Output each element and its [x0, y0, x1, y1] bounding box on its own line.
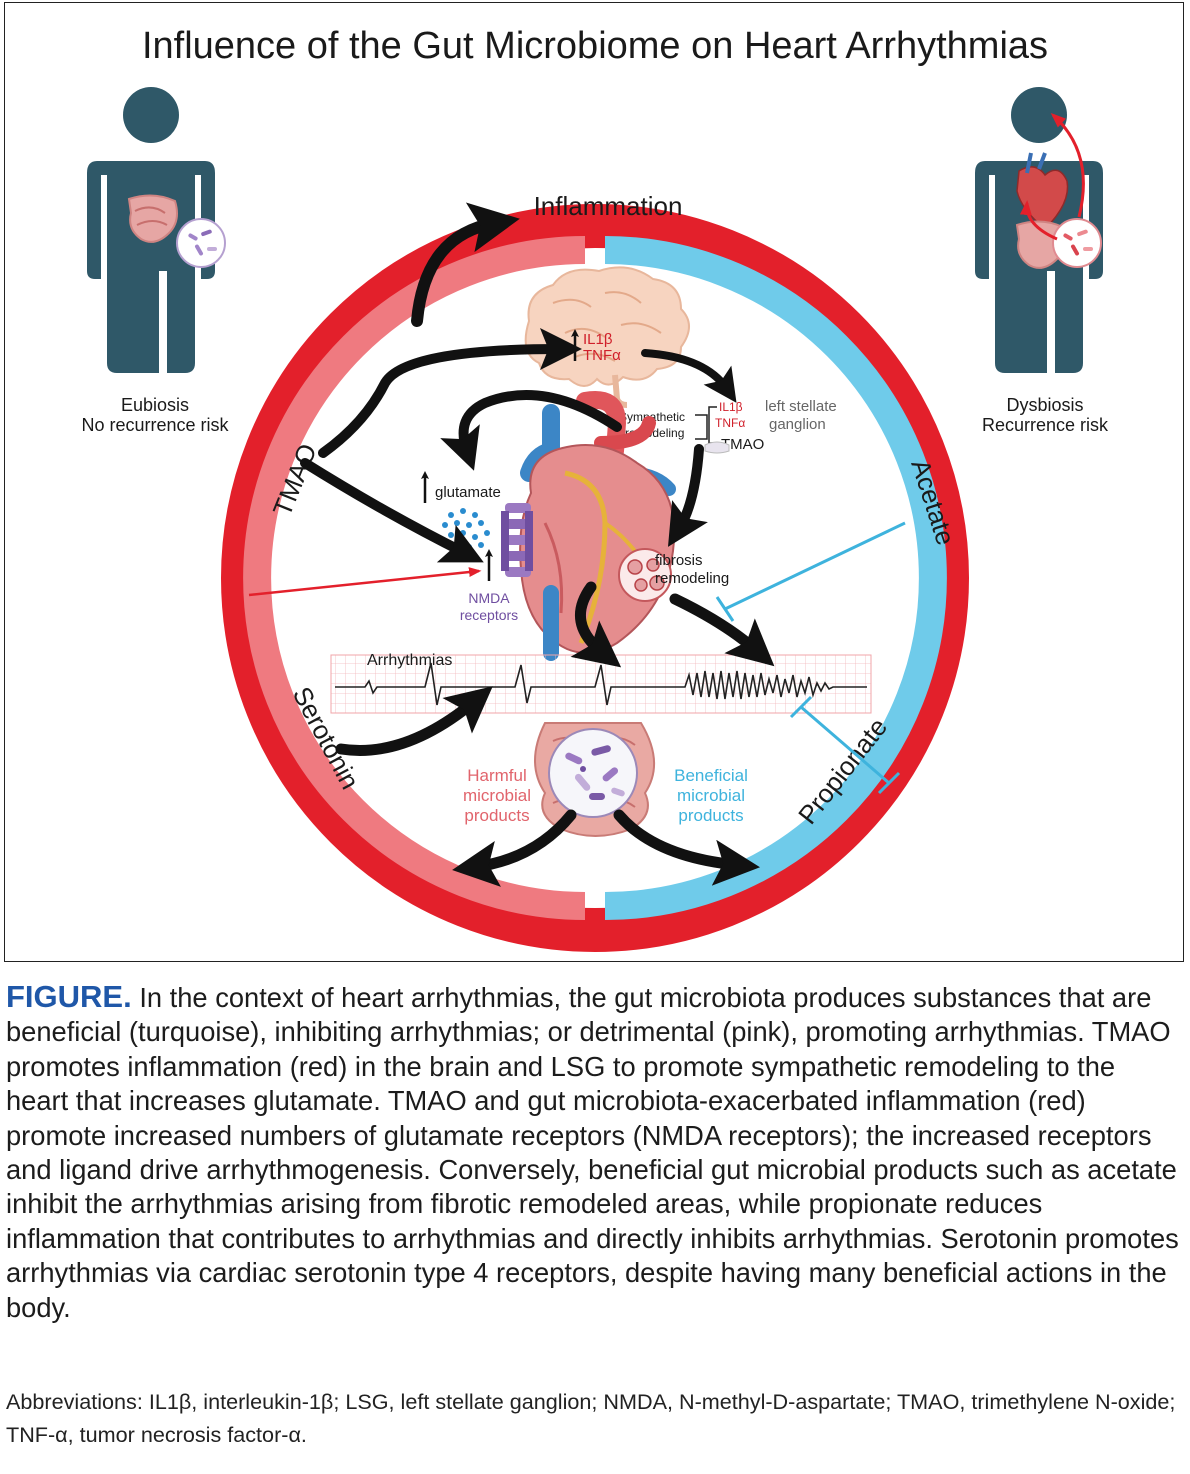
ganglion-label: ganglion	[769, 416, 826, 433]
harmful-products-label: products	[464, 806, 529, 825]
acetate-inhibit-line	[724, 521, 906, 611]
eubiosis-label: Eubiosis	[121, 395, 189, 415]
beneficial-products-label: products	[678, 806, 743, 825]
acetate-inhibit-bar	[715, 596, 735, 622]
arrow-ring-to-inflammation	[411, 202, 520, 327]
inflammation-label: Inflammation	[534, 191, 683, 221]
abbreviations: Abbreviations: IL1β, interleukin-1β; LSG…	[6, 1389, 1176, 1447]
propionate-inhibit-bar-ring	[877, 771, 901, 795]
propionate-inhibit-bar-ecg	[789, 695, 813, 719]
brain-tnfa-label: TNFα	[583, 347, 621, 364]
arrow-gut-to-harmful	[452, 809, 577, 887]
arrow-fibrosis-to-ecg	[669, 593, 775, 667]
harmful-ring-half	[243, 236, 586, 920]
dysbiosis-person	[975, 87, 1103, 373]
gut-microbe-circle	[548, 728, 638, 818]
nmda-label: NMDA	[468, 590, 510, 606]
heart	[519, 391, 676, 661]
figure-caption: FIGURE. In the context of heart arrhythm…	[6, 979, 1184, 1325]
ecg-trace	[335, 662, 867, 706]
ganglion-il1b-label: IL1β	[719, 400, 743, 414]
ganglion-tmao-label: TMAO	[721, 436, 764, 453]
dysbiosis-label: Dysbiosis	[1006, 395, 1083, 415]
no-recurrence-risk-label: No recurrence risk	[81, 415, 229, 435]
arrow-serotonin-to-ecg	[335, 686, 493, 756]
arrow-inflammation-to-nmda	[248, 567, 482, 597]
arrow-gut-to-beneficial	[613, 809, 760, 886]
arrow-tmao-to-brain	[318, 328, 582, 458]
arrow-brain-to-ganglion	[641, 349, 737, 403]
caption-lead: FIGURE.	[6, 979, 132, 1014]
brain-il1b-label: IL1β	[583, 331, 613, 348]
arrow-heart-to-ecg	[570, 581, 622, 668]
receptors-label: receptors	[460, 607, 518, 623]
fibrosis-circle	[618, 548, 672, 602]
inflammation-ring	[221, 204, 969, 952]
arrow-tmao-to-nmda	[300, 458, 484, 563]
harmful-label: Harmful	[467, 766, 527, 785]
figure-title: Influence of the Gut Microbiome on Heart…	[141, 25, 1049, 67]
dysbiosis-microbe-circle	[1052, 218, 1102, 268]
left-stellate-label: left stellate	[765, 398, 837, 415]
eubiosis-person	[87, 87, 226, 373]
propionate-inhibit-line	[800, 705, 890, 785]
fibrosis-label: fibrosis	[655, 552, 703, 569]
fibrosis-remodeling-label: remodeling	[655, 570, 729, 587]
sympathetic-bracket	[695, 414, 708, 440]
beneficial-microbial-label: microbial	[677, 786, 745, 805]
gut-brain-red-arrow	[1050, 112, 1085, 218]
eubiosis-microbe-circle	[176, 218, 226, 268]
beneficial-ring-half	[604, 236, 947, 920]
gut-heart-red-arrow	[1019, 200, 1058, 241]
arrhythmias-label: Arrhythmias	[367, 652, 452, 669]
diagram-canvas: Inflammation TMAO Serotonin Acetate Prop…	[81, 87, 1109, 952]
arrow-ganglion-to-fibrosis	[668, 444, 708, 547]
recurrence-risk-label: Recurrence risk	[982, 415, 1109, 435]
glutamate-label: glutamate	[435, 484, 501, 501]
caption-text: In the context of heart arrhythmias, the…	[6, 982, 1179, 1323]
figure-frame: Influence of the Gut Microbiome on Heart…	[4, 2, 1184, 962]
beneficial-label: Beneficial	[674, 766, 748, 785]
nmda-receptors	[501, 503, 533, 577]
ganglion-tnfa-label: TNFα	[715, 416, 745, 430]
arrow-sympathetic-to-glutamate	[440, 390, 622, 471]
harmful-microbial-label: microbial	[463, 786, 531, 805]
ganglion-shape	[704, 441, 730, 454]
